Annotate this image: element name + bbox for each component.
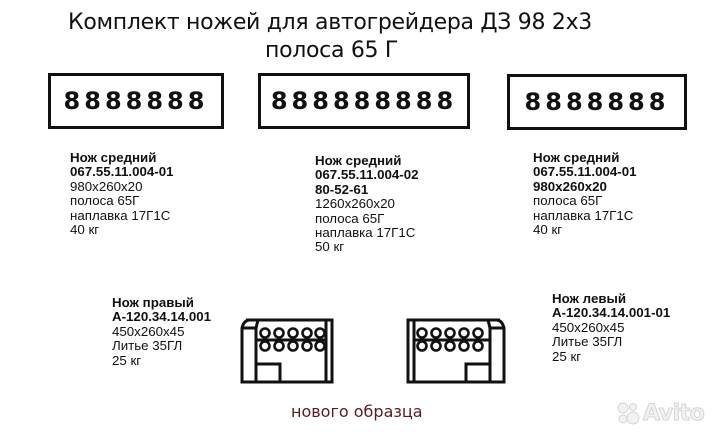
bolt-holes: 8888888 bbox=[63, 87, 209, 115]
spec-part-number: 067.55.11.004-01 bbox=[70, 164, 174, 180]
spec-material: полоса 65Г bbox=[70, 193, 140, 209]
middle-blade-center-drawing: 888888888 bbox=[258, 73, 470, 129]
bolt-holes: 8888888 bbox=[524, 88, 670, 116]
spec-name: Нож левый bbox=[552, 291, 627, 306]
spec-material: Литье 35ГЛ bbox=[552, 334, 623, 350]
spec-cladding: наплавка 17Г1С bbox=[70, 207, 171, 223]
spec-part-number: 067.55.11.004-01 bbox=[533, 164, 637, 180]
spec-cladding: наплавка 17Г1С bbox=[533, 207, 634, 223]
spec-weight: 40 кг bbox=[533, 222, 563, 238]
title-line-1: Комплект ножей для автогрейдера ДЗ 98 2х… bbox=[68, 10, 592, 35]
spec-name: Нож средний bbox=[315, 153, 402, 168]
spec-name: Нож правый bbox=[112, 295, 194, 310]
spec-name: Нож средний bbox=[533, 150, 620, 165]
avito-bubbles-icon bbox=[617, 402, 640, 425]
spec-material: Литье 35ГЛ bbox=[112, 338, 183, 354]
spec-size: 450х260х45 bbox=[552, 319, 625, 335]
spec-weight: 25 кг bbox=[112, 352, 142, 368]
spec-right-knife: Нож правый А-120.34.14.001 450х260х45 Ли… bbox=[112, 295, 212, 368]
left-end-knife-drawing bbox=[406, 318, 506, 384]
new-model-note: нового образца bbox=[291, 402, 423, 421]
spec-left-knife: Нож левый А-120.34.14.001-01 450х260х45 … bbox=[552, 291, 671, 364]
spec-weight: 40 кг bbox=[70, 222, 100, 238]
spec-alt-number: 80-52-61 bbox=[315, 181, 369, 197]
middle-blade-right-drawing: 8888888 bbox=[507, 74, 687, 130]
spec-size: 980х260х20 bbox=[70, 178, 143, 194]
middle-blade-left-drawing: 8888888 bbox=[48, 73, 224, 129]
spec-material: полоса 65Г bbox=[315, 210, 385, 226]
avito-watermark: Avito bbox=[615, 400, 705, 426]
title-line-2: полоса 65 Г bbox=[265, 38, 399, 63]
spec-weight: 25 кг bbox=[552, 348, 582, 364]
spec-name: Нож средний bbox=[70, 150, 157, 165]
right-end-knife-drawing bbox=[240, 318, 334, 384]
spec-middle-center: Нож средний 067.55.11.004-02 80-52-61 12… bbox=[315, 153, 419, 255]
spec-middle-left: Нож средний 067.55.11.004-01 980х260х20 … bbox=[70, 150, 174, 238]
spec-size: 450х260х45 bbox=[112, 323, 185, 339]
avito-watermark-text: Avito bbox=[642, 400, 705, 426]
spec-material: полоса 65Г bbox=[533, 193, 603, 209]
spec-size: 1260х260х20 bbox=[315, 196, 395, 212]
spec-cladding: наплавка 17Г1С bbox=[315, 225, 416, 241]
spec-part-number: А-120.34.14.001-01 bbox=[552, 305, 671, 321]
spec-weight: 50 кг bbox=[315, 239, 345, 255]
spec-part-number: 067.55.11.004-02 bbox=[315, 167, 419, 183]
spec-size: 980х260х20 bbox=[533, 178, 607, 194]
spec-middle-right: Нож средний 067.55.11.004-01 980х260х20 … bbox=[533, 150, 637, 238]
spec-part-number: А-120.34.14.001 bbox=[112, 309, 212, 325]
bolt-holes: 888888888 bbox=[270, 87, 458, 115]
